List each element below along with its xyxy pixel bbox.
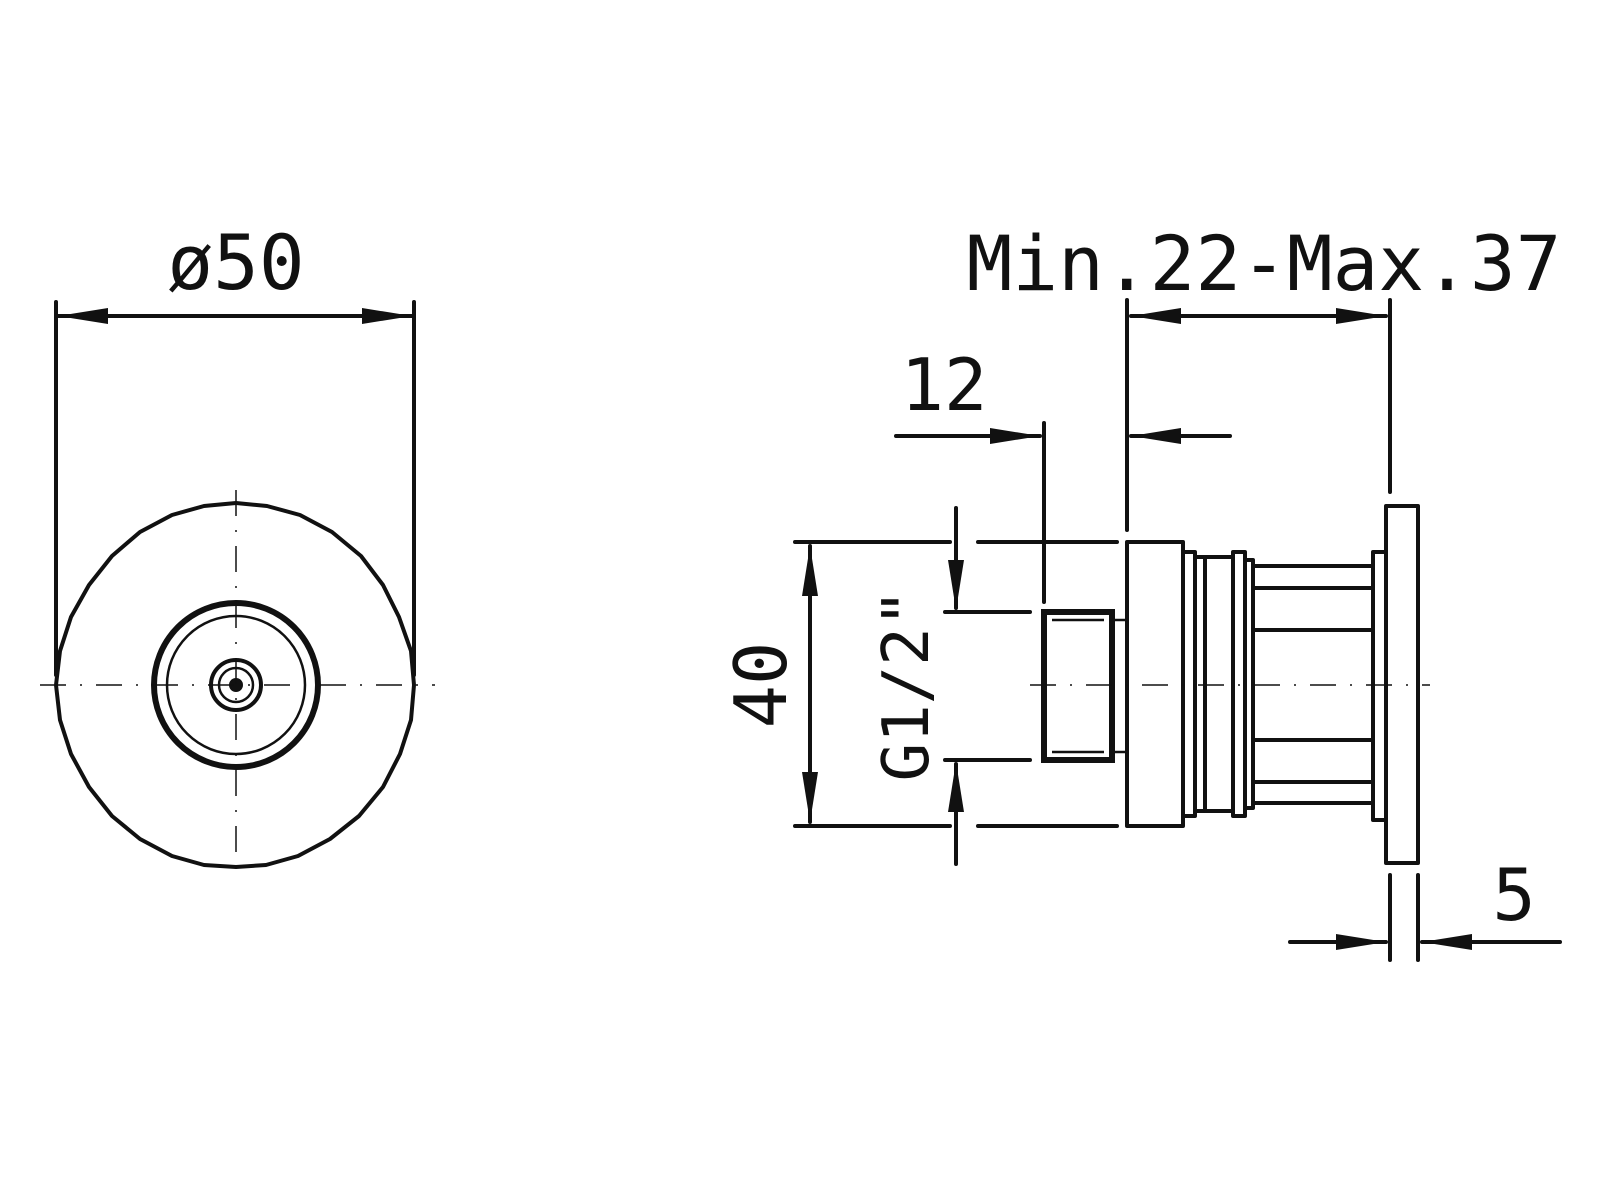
- thread-nipple: [1041, 609, 1115, 763]
- dim40-arrow-top: [802, 546, 818, 596]
- thread-label: G1/2": [870, 589, 944, 782]
- dim5-arrow-right: [1422, 934, 1472, 950]
- range-label: Min.22-Max.37: [967, 219, 1562, 308]
- groove-3: [1203, 555, 1235, 813]
- dia-arrow-right: [362, 308, 412, 324]
- plate-label: 5: [1492, 853, 1535, 937]
- body-hex: [1125, 540, 1185, 828]
- range-arrow-right: [1336, 308, 1386, 324]
- dim12-arrow-left: [990, 428, 1040, 444]
- front-view: ø50: [40, 218, 435, 880]
- diameter-label: ø50: [167, 218, 304, 307]
- depth-label: 12: [901, 343, 988, 427]
- dim12-arrow-right: [1131, 428, 1181, 444]
- range-arrow-left: [1131, 308, 1181, 324]
- height-label: 40: [719, 642, 803, 729]
- groove-5: [1243, 558, 1255, 810]
- dim5-arrow-left: [1336, 934, 1386, 950]
- thread-arrow-top: [948, 560, 964, 610]
- dim40-arrow-bottom: [802, 772, 818, 822]
- side-view: 40 G1/2" 12 Min.22-Max.37 5: [719, 219, 1562, 962]
- thread-arrow-bottom: [948, 762, 964, 812]
- dia-arrow-left: [58, 308, 108, 324]
- spindle-center: [229, 678, 243, 692]
